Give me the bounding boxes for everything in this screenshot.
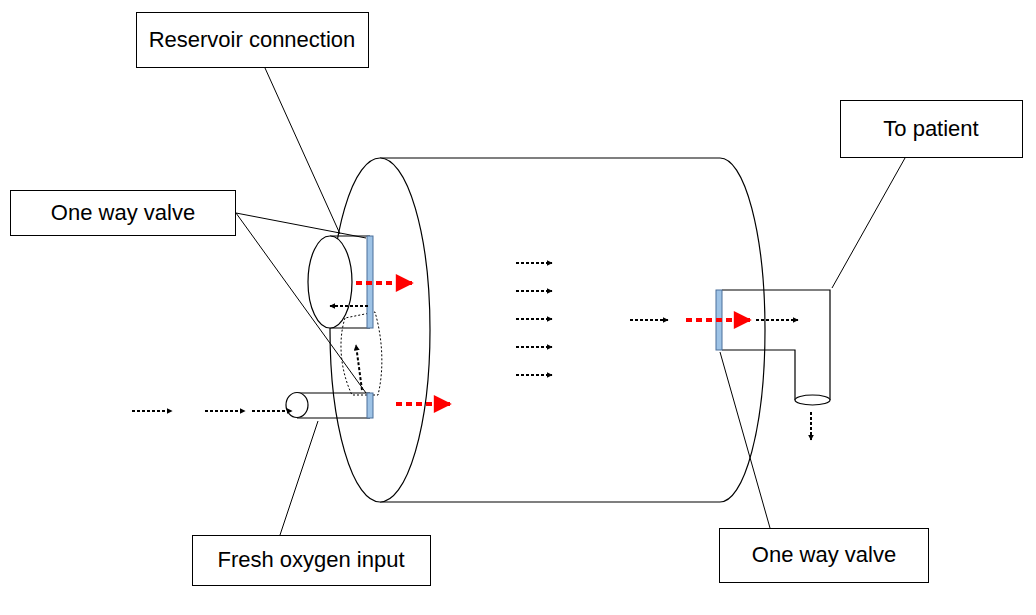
reservoir-opening: [308, 236, 352, 328]
label-text: Reservoir connection: [149, 27, 356, 53]
label-box: Reservoir connection: [136, 12, 369, 68]
valve-flow-arrows: [356, 283, 750, 404]
patient-elbow: [722, 290, 830, 400]
label-text: One way valve: [752, 542, 896, 568]
one-way-valve: [367, 393, 373, 418]
flow-arrows: [132, 263, 811, 440]
cylinder-body: [380, 158, 765, 502]
label-box: Fresh oxygen input: [192, 535, 431, 586]
leader-lines: [236, 68, 905, 535]
bypass-channel: [341, 312, 382, 395]
label-text: To patient: [883, 116, 978, 142]
label-box: One way valve: [719, 528, 929, 583]
label-text: Fresh oxygen input: [217, 547, 404, 573]
oxygen-opening: [286, 393, 308, 418]
label-box: To patient: [840, 100, 1023, 158]
label-box: One way valve: [10, 190, 236, 236]
label-text: One way valve: [51, 200, 195, 226]
cylinder-end: [330, 158, 430, 502]
patient-opening: [795, 395, 830, 405]
